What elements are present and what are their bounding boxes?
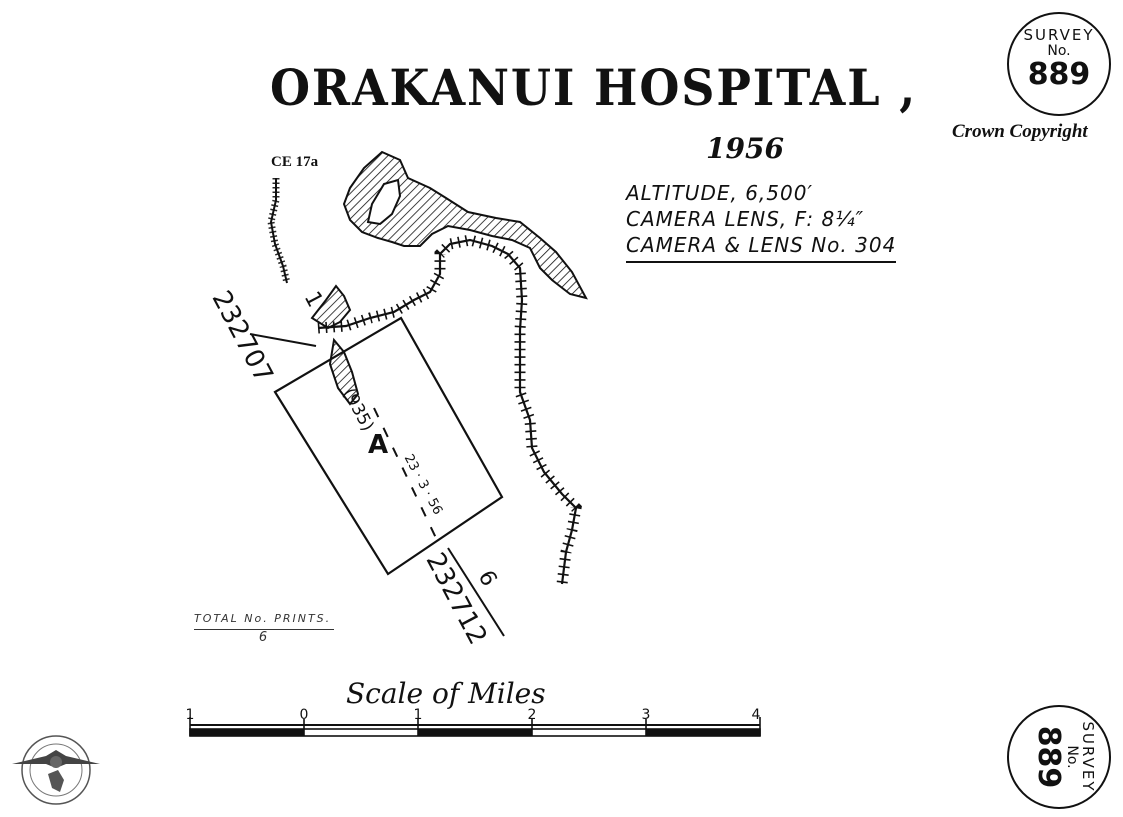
scale-title: Scale of Miles: [346, 677, 546, 710]
crown-copyright: Crown Copyright: [952, 121, 1088, 142]
scale-tick-label: 3: [641, 707, 651, 723]
map-title: ORAKANUI HOSPITAL ,: [270, 58, 918, 117]
flight-line: [249, 333, 505, 637]
total-prints-value: 6: [194, 629, 334, 645]
scale-tick-label: 0: [299, 707, 309, 723]
scale-tick-label: 2: [527, 707, 537, 723]
sheet-reference: CE 17a: [271, 154, 319, 170]
photo-coverage-rectangle: [273, 316, 504, 576]
scale-tick-label: 4: [751, 707, 761, 723]
stamp-survey-label: SURVEY: [1023, 26, 1095, 44]
camera-lens-text: CAMERA LENS, F: 8¼″: [626, 207, 865, 231]
stamp-number: 889: [1027, 57, 1091, 92]
scale-tick-label: 1: [413, 707, 423, 723]
hatched-terrain: [310, 150, 588, 406]
scale-tick-label: 1: [185, 707, 195, 723]
altitude-text: ALTITUDE, 6,500′: [626, 181, 813, 205]
total-prints: TOTAL No. PRINTS. 6: [194, 612, 334, 645]
total-prints-label: TOTAL No. PRINTS.: [194, 612, 332, 625]
railway-line: [317, 234, 582, 585]
flight-specs: ALTITUDE, 6,500′ CAMERA LENS, F: 8¼″ CAM…: [626, 180, 897, 263]
nz-aerial-mapping-logo: [12, 735, 100, 805]
run-label: A: [368, 430, 389, 460]
survey-year: 1956: [706, 132, 784, 165]
camera-number-text: CAMERA & LENS No. 304: [626, 232, 897, 263]
survey-stamp-top: SURVEY No. 889: [1007, 12, 1111, 116]
stamp-no-label: No.: [1047, 43, 1071, 59]
scale-bar: [189, 717, 761, 737]
left-boundary-line: [267, 178, 291, 284]
